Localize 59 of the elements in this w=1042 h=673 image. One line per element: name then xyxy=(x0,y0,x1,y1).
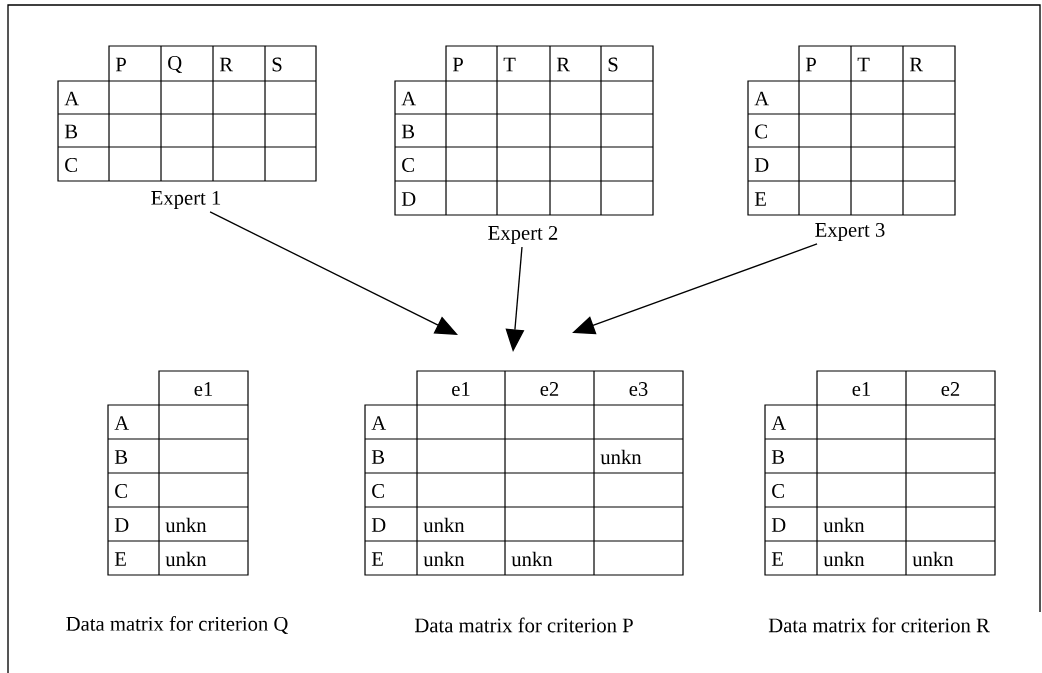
row-header: D xyxy=(401,192,416,206)
column-header: R xyxy=(909,57,924,72)
row-header: C xyxy=(115,484,127,498)
column-header: T xyxy=(503,57,516,72)
cell-value: unkn xyxy=(423,551,465,567)
row-header: A xyxy=(401,91,417,106)
table-caption: Data matrix for criterion Q xyxy=(66,616,288,634)
column-header: P xyxy=(805,57,816,72)
row-header: A xyxy=(371,416,387,430)
row-header: B xyxy=(371,450,385,464)
cell-value: unkn xyxy=(511,551,553,567)
cell-value: unkn xyxy=(165,551,207,567)
row-header: E xyxy=(371,552,383,566)
row-header: E xyxy=(754,192,766,206)
column-header: e1 xyxy=(852,382,871,396)
expert-caption: Expert 2 xyxy=(488,225,558,245)
arrow xyxy=(209,211,458,335)
row-header: B xyxy=(64,124,78,139)
column-header: S xyxy=(272,57,282,72)
column-header: e1 xyxy=(194,382,213,396)
cell-value: unkn xyxy=(165,517,207,533)
table-caption: Data matrix for criterion R xyxy=(768,617,990,633)
row-header: D xyxy=(754,158,769,172)
row-header: C xyxy=(755,124,767,139)
row-header: A xyxy=(754,91,770,106)
row-header: B xyxy=(771,450,785,464)
row-header: C xyxy=(65,158,77,172)
column-header: Q xyxy=(168,56,182,73)
column-header: S xyxy=(608,57,618,72)
table-caption: Data matrix for criterion P xyxy=(415,617,633,633)
row-header: D xyxy=(371,518,386,532)
column-header: e2 xyxy=(941,382,960,396)
column-header: e1 xyxy=(452,382,470,396)
row-header: C xyxy=(402,158,414,172)
row-header: C xyxy=(372,484,384,498)
expert-caption: Expert 1 xyxy=(151,191,221,209)
column-header: R xyxy=(556,57,571,72)
row-header: A xyxy=(64,91,80,106)
row-header: B xyxy=(401,124,415,139)
row-header: E xyxy=(771,552,783,566)
column-header: T xyxy=(857,57,870,72)
row-header: A xyxy=(771,416,787,430)
cell-value: unkn xyxy=(823,551,865,567)
row-header: B xyxy=(114,450,128,464)
row-header: D xyxy=(114,518,129,532)
column-header: e2 xyxy=(540,382,559,396)
row-header: E xyxy=(114,552,126,566)
cell-value: unkn xyxy=(912,551,954,567)
column-header: e3 xyxy=(629,382,648,396)
row-header: C xyxy=(772,484,784,498)
cell-value: unkn xyxy=(600,449,642,465)
row-header: A xyxy=(114,416,130,430)
expert-caption: Expert 3 xyxy=(815,222,885,242)
column-header: P xyxy=(452,57,463,72)
column-header: P xyxy=(115,57,126,72)
cell-value: unkn xyxy=(823,517,865,533)
column-header: R xyxy=(219,57,234,72)
cell-value: unkn xyxy=(423,517,465,533)
row-header: D xyxy=(771,518,786,532)
